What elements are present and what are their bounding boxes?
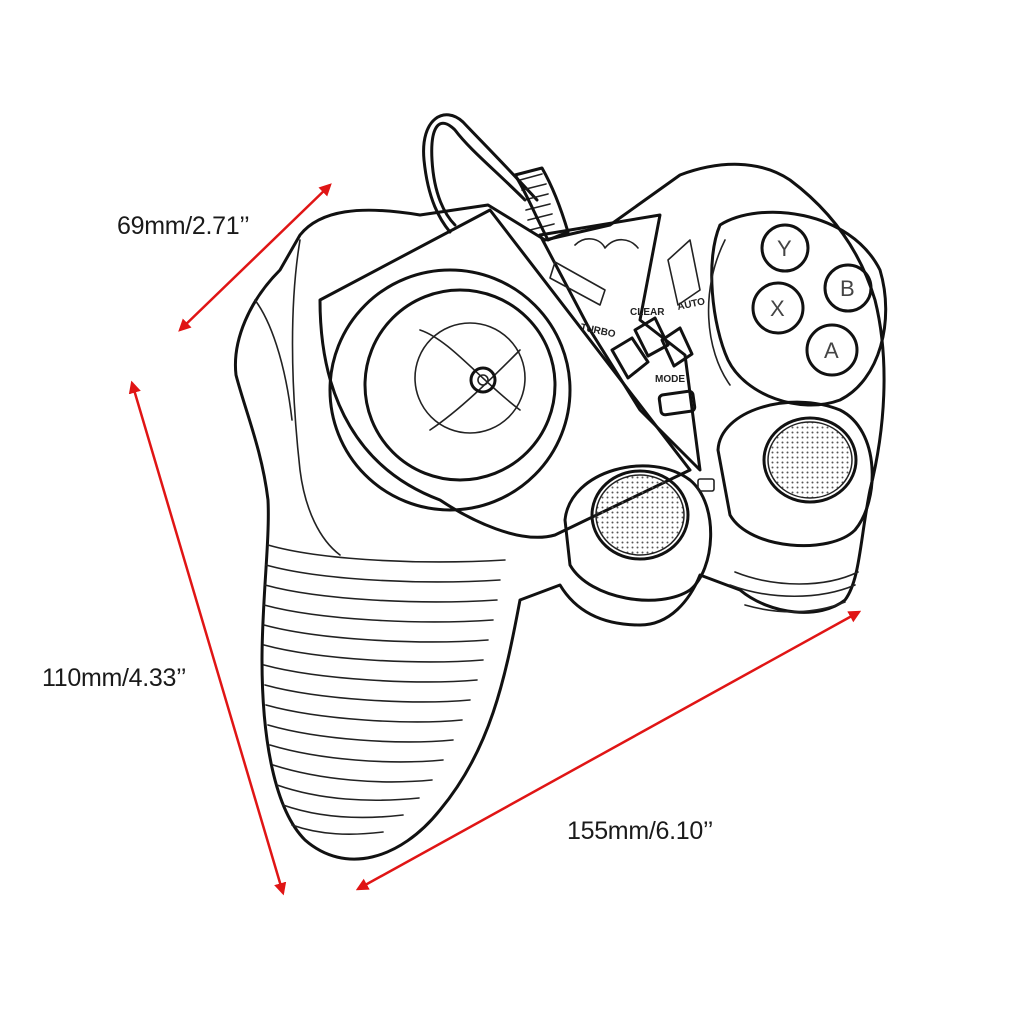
mode-label: MODE xyxy=(655,374,685,385)
usb-cable xyxy=(422,113,570,242)
mode-button[interactable] xyxy=(657,389,697,417)
face-button-plate xyxy=(707,210,888,407)
clear-button[interactable] xyxy=(633,316,670,358)
width-label: 155mm/6.10’’ xyxy=(567,817,714,845)
x-button-label: X xyxy=(770,296,785,321)
y-button-label: Y xyxy=(777,236,792,261)
dpad-plate xyxy=(318,208,692,539)
a-button-label: A xyxy=(824,338,839,363)
left-analog-stick[interactable] xyxy=(563,464,713,602)
b-button[interactable]: B xyxy=(823,263,873,313)
auto-label: AUTO xyxy=(676,296,706,313)
width-arrow xyxy=(355,610,862,891)
controller-body xyxy=(233,162,886,861)
x-button[interactable]: X xyxy=(751,281,805,335)
y-button[interactable]: Y xyxy=(760,223,810,273)
b-button-label: B xyxy=(840,276,855,301)
turbo-button[interactable] xyxy=(610,336,650,380)
turbo-label: TURBO xyxy=(579,322,616,340)
led-indicator xyxy=(697,478,715,492)
depth-label: 69mm/2.71’’ xyxy=(117,212,250,240)
right-analog-stick[interactable] xyxy=(716,400,874,548)
height-arrow xyxy=(128,380,287,896)
auto-button[interactable] xyxy=(660,326,694,368)
dpad[interactable] xyxy=(469,366,497,394)
clear-label: CLEAR xyxy=(630,307,665,318)
depth-arrow xyxy=(178,183,332,332)
a-button[interactable]: A xyxy=(805,323,859,377)
height-label: 110mm/4.33’’ xyxy=(42,664,187,692)
